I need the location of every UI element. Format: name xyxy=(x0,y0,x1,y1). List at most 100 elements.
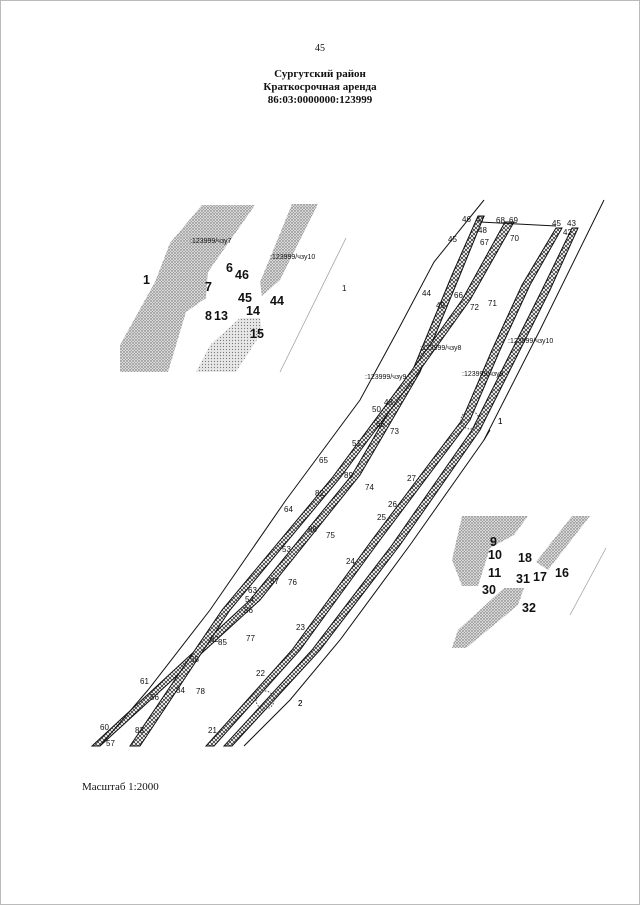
point-label-60: 60 xyxy=(100,723,109,732)
point-label-78: 78 xyxy=(196,687,205,696)
point-label-23: 23 xyxy=(296,623,305,632)
parcel-label-chzu10: :123999/чзу10 xyxy=(270,254,315,261)
point-label-25: 25 xyxy=(377,513,386,522)
point-label-70: 70 xyxy=(510,234,519,243)
point-label-51: 51 xyxy=(352,439,361,448)
point-label-85: 85 xyxy=(218,638,227,647)
contour-line xyxy=(279,237,347,373)
point-label-7: 7 xyxy=(205,280,212,294)
point-label-71: 71 xyxy=(488,299,497,308)
contour-line xyxy=(569,547,607,616)
point-label-75: 75 xyxy=(326,531,335,540)
point-label-86: 86 xyxy=(244,606,253,615)
parcel-label-chzu7: :123999/чзу7 xyxy=(190,238,232,245)
point-label-57: 57 xyxy=(106,739,115,748)
point-label-13: 13 xyxy=(214,309,228,323)
point-label-63: 63 xyxy=(248,586,257,595)
point-label-8: 8 xyxy=(205,309,212,323)
point-label-68: 68 xyxy=(496,216,505,225)
point-label-65: 65 xyxy=(319,456,328,465)
point-label-11: 11 xyxy=(488,566,501,580)
point-label-1: 1 xyxy=(498,417,503,426)
point-label-44: 44 xyxy=(270,294,284,308)
point-label-77: 77 xyxy=(246,634,255,643)
parcel-block-chzu7 xyxy=(120,205,255,372)
district-title: Сургутский район xyxy=(274,68,366,80)
point-label-24: 24 xyxy=(346,557,355,566)
parcel-outline xyxy=(479,221,557,227)
point-label-49: 49 xyxy=(436,301,445,310)
boundary-marker xyxy=(460,410,480,430)
point-label-44: 44 xyxy=(422,289,431,298)
parcel-outline xyxy=(99,199,485,747)
point-label-26: 26 xyxy=(388,500,397,509)
point-label-45: 45 xyxy=(448,235,457,244)
point-label-56: 56 xyxy=(150,693,159,702)
point-label-42: 42 xyxy=(563,228,572,237)
contour-label: 1 xyxy=(342,284,347,293)
point-label-82: 82 xyxy=(315,489,324,498)
point-label-6: 6 xyxy=(226,261,233,275)
scale-note: Масштаб 1:2000 xyxy=(82,781,159,793)
point-label-73: 73 xyxy=(390,427,399,436)
parcel-label-chzu9: :123999/чзу9 xyxy=(365,374,407,381)
parcel-outline xyxy=(483,429,491,441)
point-label-21: 21 xyxy=(208,726,217,735)
point-label-46: 46 xyxy=(462,215,471,224)
point-label-55: 55 xyxy=(190,655,199,664)
point-label-43: 43 xyxy=(567,219,576,228)
parcel-label-chzu8: :123999/чзу8 xyxy=(420,345,462,352)
point-label-62: 62 xyxy=(210,635,219,644)
page-number: 45 xyxy=(315,43,325,54)
parcel-label-chzu9-strip: :123999/чзу9 xyxy=(462,371,504,378)
point-label-45: 45 xyxy=(238,291,252,305)
point-label-45: 45 xyxy=(552,219,561,228)
point-label-43: 43 xyxy=(384,398,393,407)
parcel-label-chzu10-strip: :123999/чзу10 xyxy=(508,338,553,345)
point-label-66: 66 xyxy=(454,291,463,300)
point-label-16: 16 xyxy=(555,566,569,580)
parcel-block-14-15 xyxy=(196,318,262,372)
point-label-32: 32 xyxy=(522,601,536,615)
parcel-block-16-17 xyxy=(536,516,590,570)
point-label-30: 30 xyxy=(482,583,496,597)
point-label-10: 10 xyxy=(488,548,502,562)
point-label-61: 61 xyxy=(140,677,149,686)
point-label-1: 1 xyxy=(143,273,150,287)
point-label-48: 48 xyxy=(478,226,487,235)
point-label-67: 67 xyxy=(480,238,489,247)
lease-type-title: Краткосрочная аренда xyxy=(263,81,377,93)
corridor-strip-2 xyxy=(129,221,515,747)
point-label-2: 2 xyxy=(298,699,303,708)
point-label-14: 14 xyxy=(246,304,260,318)
parcel-block-chzu10 xyxy=(260,204,318,296)
point-label-9: 9 xyxy=(490,535,497,549)
point-label-84: 84 xyxy=(176,686,185,695)
parcel-block-9-11 xyxy=(452,516,528,586)
cadastral-number: 86:03:0000000:123999 xyxy=(267,94,373,106)
parcel-outline xyxy=(243,199,605,747)
point-label-53: 53 xyxy=(282,545,291,554)
point-label-74: 74 xyxy=(365,483,374,492)
point-label-15: 15 xyxy=(250,327,264,341)
point-label-50: 50 xyxy=(372,405,381,414)
boundary-marker xyxy=(255,690,275,710)
corridor-strip-3 xyxy=(204,227,563,747)
corridor-strip-4 xyxy=(222,227,579,747)
parcel-block-30-32 xyxy=(452,588,524,648)
point-label-64: 64 xyxy=(284,505,293,514)
point-label-88: 88 xyxy=(308,525,317,534)
contour-label: 1 xyxy=(498,417,503,426)
point-label-47: 47 xyxy=(476,215,485,224)
point-label-27: 27 xyxy=(407,474,416,483)
point-label-46: 46 xyxy=(235,268,249,282)
point-label-89: 89 xyxy=(344,471,353,480)
point-label-22: 22 xyxy=(256,669,265,678)
point-label-76: 76 xyxy=(288,578,297,587)
point-label-69: 69 xyxy=(509,216,518,225)
point-label-65: 65 xyxy=(376,420,385,429)
point-label-18: 18 xyxy=(518,551,532,565)
